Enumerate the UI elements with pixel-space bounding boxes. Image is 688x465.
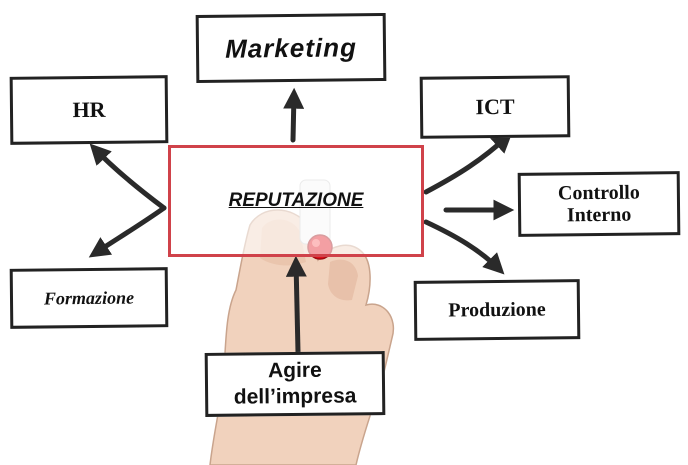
node-hr: HR — [9, 75, 169, 145]
node-marketing-label: Marketing — [224, 31, 358, 64]
node-controllo-interno-label: Controllo Interno — [558, 182, 640, 227]
knuckle-shading — [328, 259, 358, 301]
node-ict: ICT — [419, 75, 571, 139]
node-formazione: Formazione — [9, 267, 169, 329]
node-agire-dell-impresa: Agire dell’impresa — [204, 351, 386, 417]
node-formazione-label: Formazione — [43, 287, 135, 308]
arrow-from-agire — [285, 255, 307, 355]
node-marketing: Marketing — [195, 13, 387, 83]
node-hr-label: HR — [72, 96, 106, 123]
arrow-to-formazione — [88, 205, 167, 258]
node-produzione-label: Produzione — [448, 297, 546, 322]
node-agire-line2: dell’impresa — [233, 384, 357, 409]
center-node-reputazione: REPUTAZIONE — [168, 145, 424, 257]
node-produzione: Produzione — [413, 279, 581, 341]
arrow-to-marketing — [283, 87, 305, 143]
node-controllo-line1: Controllo — [557, 181, 640, 205]
arrow-to-produzione — [423, 219, 505, 275]
node-agire-label: Agire dell’impresa — [233, 357, 357, 410]
node-controllo-line2: Interno — [566, 203, 632, 227]
node-controllo-interno: Controllo Interno — [517, 171, 681, 237]
node-agire-line1: Agire — [267, 358, 322, 383]
node-ict-label: ICT — [475, 93, 515, 120]
arrow-to-ict — [423, 131, 513, 195]
arrow-to-hr — [89, 143, 167, 211]
center-node-label: REPUTAZIONE — [228, 190, 364, 211]
